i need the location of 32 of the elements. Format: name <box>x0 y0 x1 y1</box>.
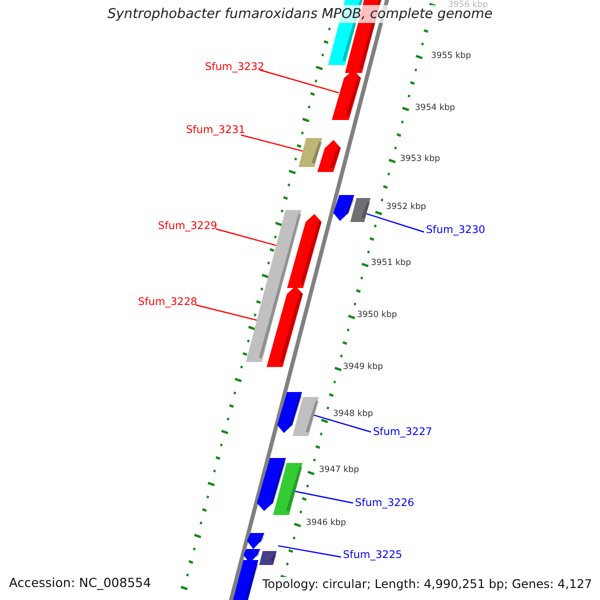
gene-label: Sfum_3231 <box>186 125 246 136</box>
leader-line <box>366 213 424 233</box>
gene-block <box>246 210 302 362</box>
accession-text: Accession: NC_008554 <box>9 576 152 590</box>
leader-line <box>295 490 354 504</box>
gene-block <box>350 198 370 222</box>
genome-info-text: Topology: circular; Length: 4,990,251 bp; Genes: 4,127 <box>262 577 592 591</box>
scale-label: 3955 kbp <box>431 52 472 60</box>
scale-label: 3953 kbp <box>400 155 440 164</box>
gene-label: Sfum_3226 <box>355 498 414 508</box>
scale-label: 3947 kbp <box>319 466 360 474</box>
scale-label: 3951 kbp <box>371 259 412 268</box>
gene-label: Sfum_3229 <box>158 221 218 232</box>
scale-label: 3956 kbp <box>448 1 488 10</box>
gene-block <box>292 397 319 436</box>
gene-block <box>298 138 322 167</box>
gene-block <box>273 463 303 515</box>
scale-label: 3950 kbp <box>357 311 398 320</box>
leader-line <box>260 69 340 94</box>
gene-block <box>259 551 277 565</box>
scale-label: 3949 kbp <box>343 363 384 372</box>
gene-label: Sfum_3230 <box>426 225 486 236</box>
leader-line <box>314 414 372 433</box>
scale-label: 3954 kbp <box>415 104 456 112</box>
leader-line <box>278 545 342 558</box>
gene-label: Sfum_3227 <box>373 427 432 438</box>
leader-line <box>216 228 276 246</box>
leader-line <box>196 304 257 321</box>
gene-block <box>332 70 361 120</box>
gene-label: Sfum_3232 <box>205 62 264 72</box>
gene-label: Sfum_3225 <box>343 550 402 560</box>
gene-label: Sfum_3228 <box>138 297 198 308</box>
